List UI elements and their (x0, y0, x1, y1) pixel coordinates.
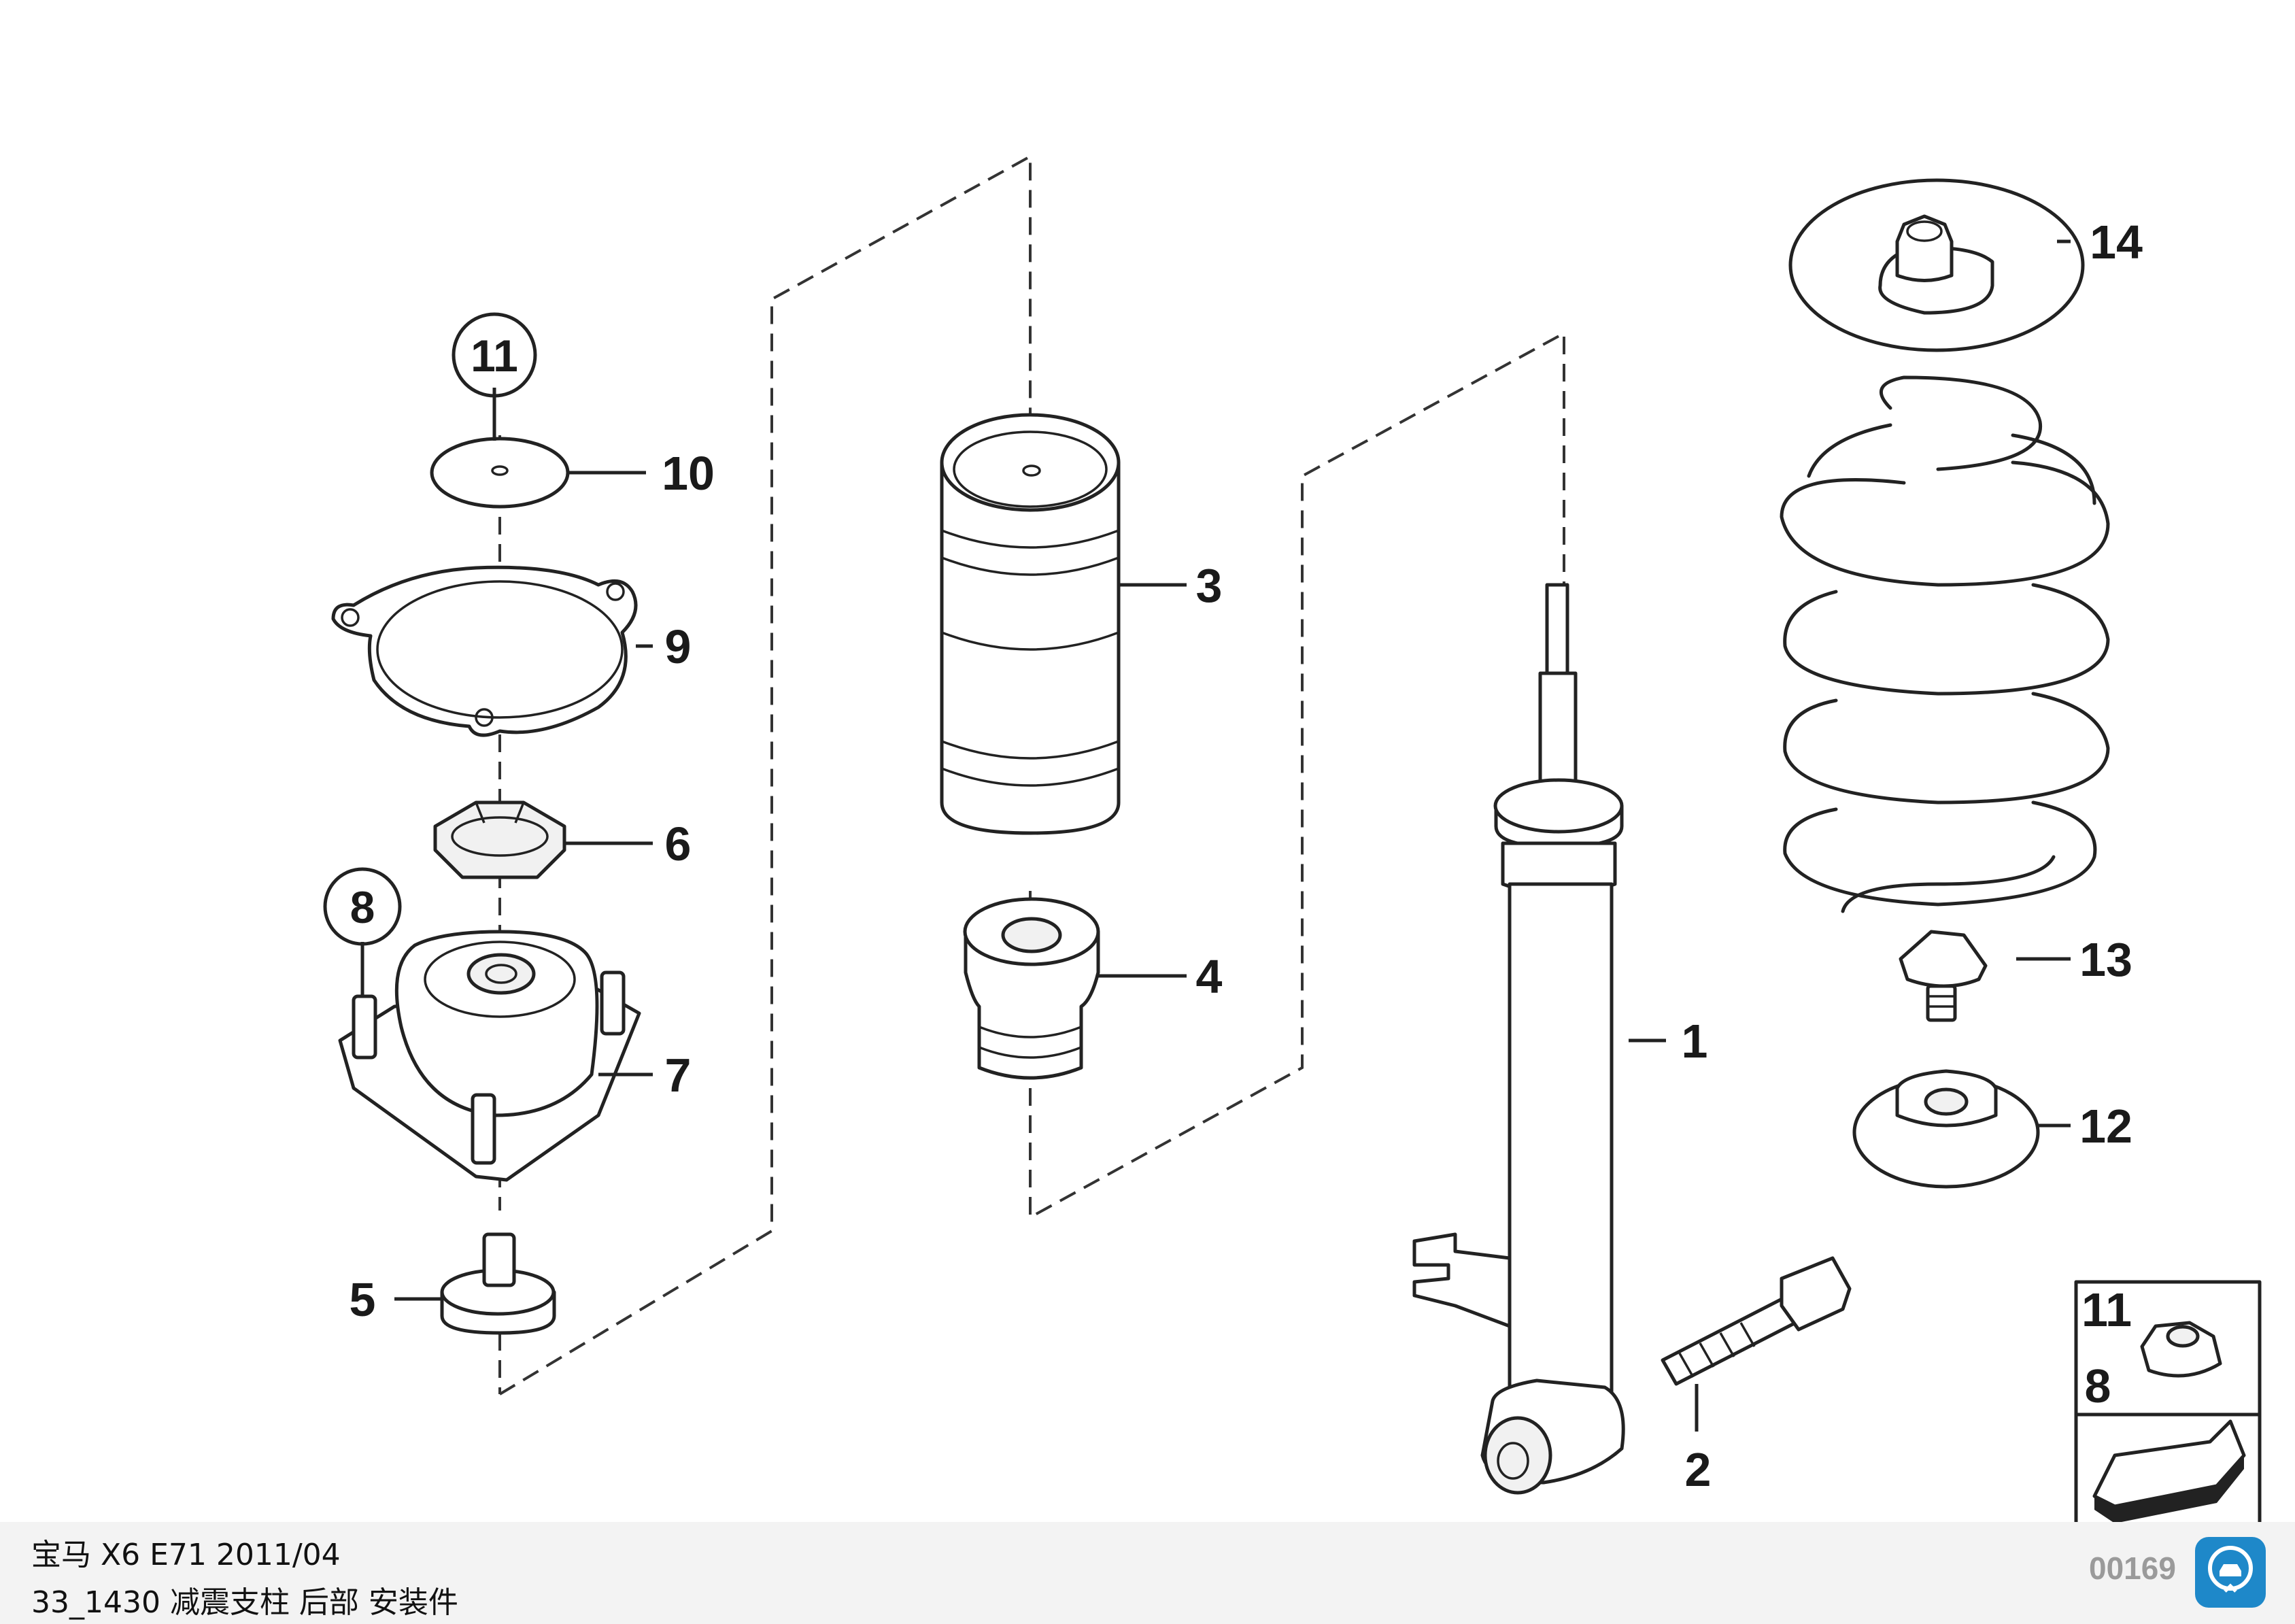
vehicle-model-text: 宝马 X6 E71 2011/04 (31, 1538, 341, 1572)
callout-1: 1 (1682, 1015, 1708, 1068)
dust-boot-part-3 (940, 413, 1121, 835)
callout-12: 12 (2079, 1100, 2132, 1153)
callout-6: 6 (665, 817, 692, 870)
callout-5: 5 (350, 1273, 376, 1326)
callout-4: 4 (1196, 950, 1223, 1003)
callout-13: 13 (2079, 933, 2132, 986)
callout-11-circled: 11 (471, 331, 518, 381)
gasket-part-9 (331, 565, 638, 737)
legend-label-11: 11 (2081, 1283, 2132, 1336)
callout-9: 9 (665, 620, 692, 673)
bolt-part-2 (1661, 1256, 1852, 1386)
upper-spring-seat-part-14 (1788, 178, 2085, 352)
leader-lines (360, 239, 2071, 1432)
shock-absorber-part-1 (1412, 583, 1625, 1495)
strut-mount-part-7 (338, 930, 641, 1182)
callout-numbers: 11 8 10 9 6 7 5 3 4 1 2 14 13 12 11 8 (323, 216, 2143, 1496)
callout-14: 14 (2090, 216, 2143, 269)
app-badge-glyph (2208, 1546, 2253, 1593)
callout-2: 2 (1685, 1443, 1712, 1496)
callout-circle-11 (452, 312, 537, 398)
diagram-section-title: 33_1430 减震支柱 后部 安装件 (31, 1585, 458, 1620)
callout-10: 10 (662, 447, 715, 500)
bump-stop-part-6 (433, 800, 566, 879)
bushing-part-5 (440, 1232, 556, 1335)
washer-part-10 (430, 437, 570, 509)
legend-label-8: 8 (2085, 1359, 2111, 1412)
car-service-app-icon[interactable] (2195, 1537, 2266, 1608)
callout-8-circled: 8 (350, 882, 375, 932)
lower-spring-seat-part-12 (1852, 1069, 2040, 1189)
callout-7: 7 (665, 1049, 692, 1102)
jounce-bumper-part-4 (963, 897, 1100, 1080)
legend-box (2074, 1280, 2262, 1546)
buffer-part-13 (1899, 930, 1988, 1022)
coil-spring (1780, 375, 2110, 913)
callout-circle-8 (323, 867, 402, 946)
footer-bar: 宝马 X6 E71 2011/04 33_1430 减震支柱 后部 安装件 (0, 1522, 2295, 1624)
callout-3: 3 (1196, 559, 1223, 612)
